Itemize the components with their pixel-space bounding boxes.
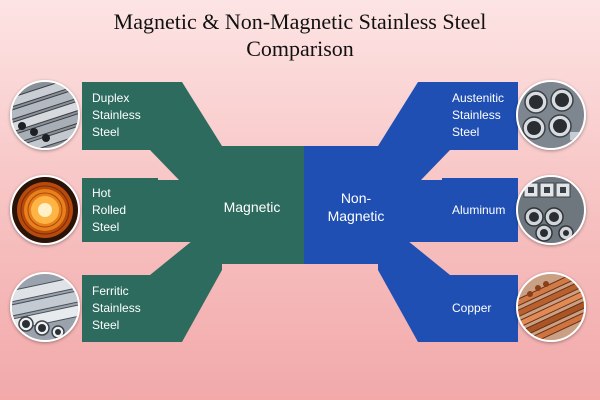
magnetic-hub: [200, 146, 304, 264]
magnetic-item-box-2: [82, 178, 158, 242]
non-magnetic-hub-label-line-1: Non-: [340, 190, 372, 206]
non-magnetic-connector-bottom: [378, 228, 450, 342]
magnetic-item-label-1: Duplex Stainless Steel: [92, 91, 141, 139]
magnetic-item-box-1: [82, 82, 158, 150]
hot-rolled-coil-icon: [10, 175, 80, 245]
non-magnetic-connector-middle: [388, 180, 450, 242]
non-magnetic-connector-top: [378, 82, 450, 210]
copper-rods-icon: [516, 272, 586, 342]
non-magnetic-item-label-1: Austenitic Stainless Steel: [452, 91, 505, 139]
stainless-pipes-icon: [516, 80, 586, 150]
magnetic-item-box-3: [82, 275, 158, 342]
steel-tubes-icon: [10, 272, 80, 342]
non-magnetic-hub-label: Non- Magnetic: [310, 189, 402, 225]
magnetic-item-label-2: Hot Rolled Steel: [92, 186, 127, 234]
non-magnetic-item-box-2: [442, 178, 518, 242]
aluminum-profiles-icon: [516, 175, 586, 245]
non-magnetic-item-label-3: Copper: [452, 301, 492, 315]
title-line-2: Comparison: [246, 36, 354, 61]
steel-pipes-icon: [10, 80, 80, 150]
magnetic-item-label-3: Ferritic Stainless Steel: [92, 284, 141, 332]
non-magnetic-item-box-1: [442, 82, 518, 150]
magnetic-hub-label: Magnetic: [223, 199, 281, 215]
non-magnetic-item-label-2: Aluminum: [452, 203, 506, 217]
non-magnetic-item-box-3: [442, 275, 518, 342]
magnetic-connector-middle: [150, 180, 212, 242]
title-line-1: Magnetic & Non-Magnetic Stainless Steel: [113, 9, 487, 34]
page-title: Magnetic & Non-Magnetic Stainless Steel …: [0, 8, 600, 62]
non-magnetic-hub-label-line-2: Magnetic: [327, 208, 385, 224]
